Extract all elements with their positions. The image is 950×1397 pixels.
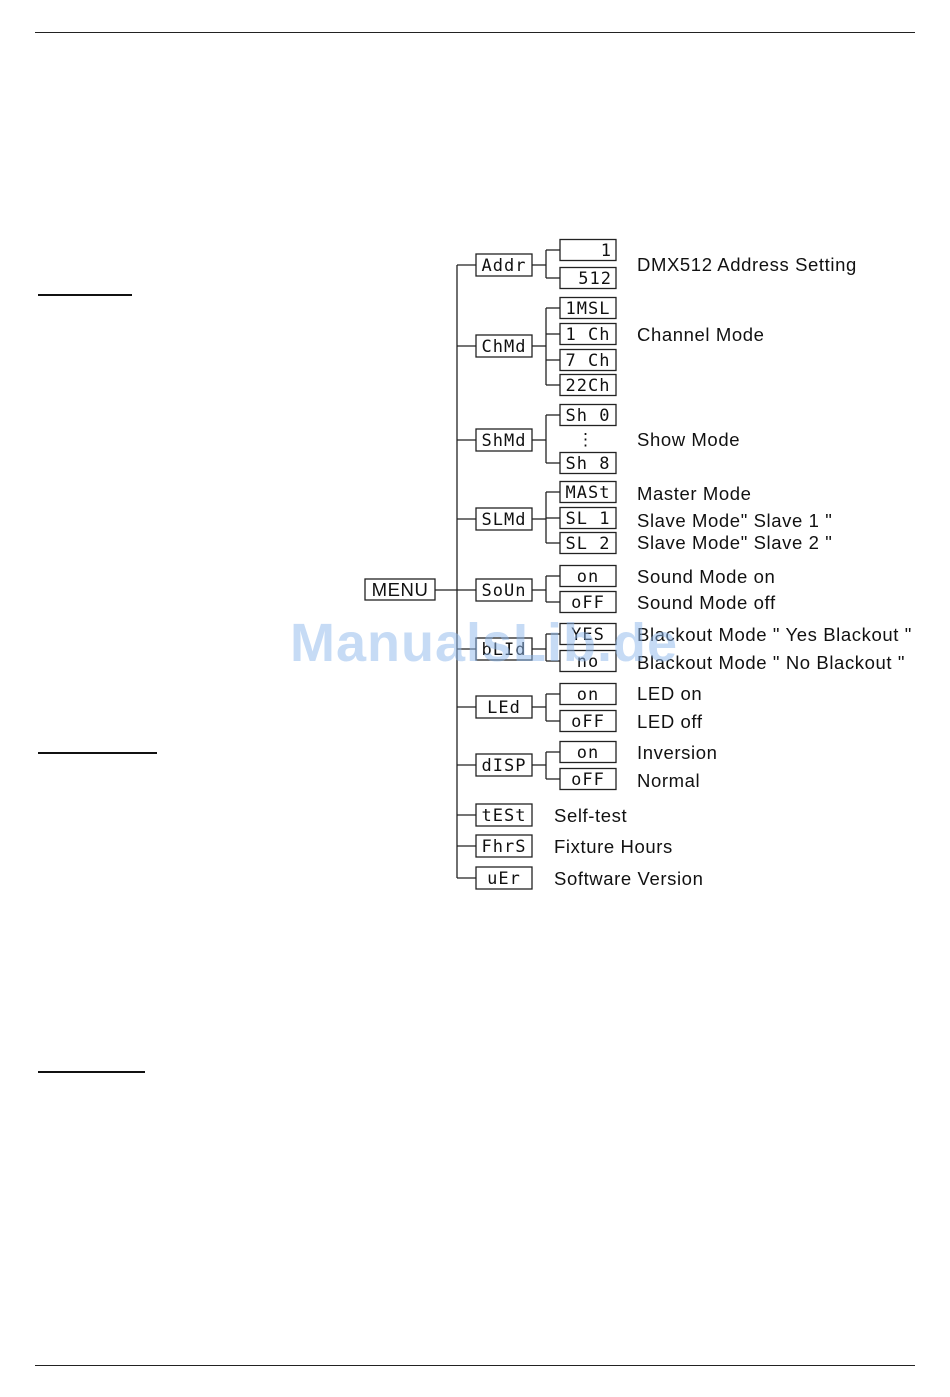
lcd-SLMd-option-1-box (559, 506, 617, 530)
lcd-SLMd-option-1-text: SL 1 (566, 509, 611, 529)
lcd-tESt-box (475, 803, 533, 827)
lcd-Addr-text: Addr (482, 256, 527, 276)
lcd-LEd-option-1-box (559, 709, 617, 733)
lcd-ChMd-option-1-box (559, 322, 617, 346)
lcd-ChMd-option-3-box (559, 373, 617, 397)
top-rule (35, 32, 915, 33)
lcd-bLId-option-1-box (559, 649, 617, 673)
label-LEd-0: LED on (637, 683, 702, 704)
lcd-dISP-option-0-text: on (577, 743, 599, 763)
lcd-ShMd-option-2-box (559, 451, 617, 475)
label-tESt-0: Self-test (554, 805, 627, 826)
lcd-Addr-option-0-box (559, 238, 617, 262)
lcd-SLMd-option-0-box (559, 480, 617, 504)
lcd-dISP-option-1-box (559, 767, 617, 791)
lcd-dISP-option-1-text: oFF (571, 770, 605, 790)
section-underline-1 (38, 294, 132, 296)
lcd-bLId-option-1-text: no (577, 652, 599, 672)
label-SLMd-2: Slave Mode" Slave 2 " (637, 532, 832, 553)
label-SoUn-1: Sound Mode off (637, 592, 776, 613)
lcd-SoUn-option-1-box (559, 590, 617, 614)
lcd-ShMd-text: ShMd (482, 431, 527, 451)
lcd-bLId-option-0-text: YES (571, 625, 605, 645)
label-SLMd-1: Slave Mode" Slave 1 " (637, 510, 832, 531)
lcd-ShMd-option-2-text: Sh 8 (566, 454, 611, 474)
lcd-SoUn-option-1-text: oFF (571, 593, 605, 613)
label-uEr-0: Software Version (554, 868, 703, 889)
lcd-Addr-option-1-box (559, 266, 617, 290)
label-Addr-0: DMX512 Address Setting (637, 254, 857, 275)
lcd-dISP-text: dISP (482, 756, 527, 776)
lcd-SLMd-option-2-box (559, 531, 617, 555)
lcd-ChMd-option-3-text: 22Ch (566, 376, 611, 396)
lcd-bLId-option-0-box (559, 622, 617, 646)
lcd-ChMd-option-2-box (559, 348, 617, 372)
bottom-rule (35, 1365, 915, 1366)
lcd-Addr-option-1-text: 512 (578, 269, 612, 289)
lcd-FhrS-box (475, 834, 533, 858)
label-dISP-1: Normal (637, 770, 700, 791)
label-LEd-1: LED off (637, 711, 703, 732)
label-dISP-0: Inversion (637, 742, 717, 763)
lcd-dISP-option-0-box (559, 740, 617, 764)
lcd-ChMd-option-1-text: 1 Ch (566, 325, 611, 345)
label-SoUn-0: Sound Mode on (637, 566, 775, 587)
lcd-Addr-option-0-text: 1 (601, 241, 612, 261)
label-ChMd-0: Channel Mode (637, 324, 765, 345)
section-underline-3 (38, 1071, 145, 1073)
lcd-LEd-text: LEd (487, 698, 521, 718)
lcd-SoUn-option-0-box (559, 564, 617, 588)
lcd-SoUn-text: SoUn (482, 581, 527, 601)
lcd-ShMd-option-0-box (559, 403, 617, 427)
lcd-LEd-option-1-text: oFF (571, 712, 605, 732)
lcd-LEd-option-0-box (559, 682, 617, 706)
lcd-ChMd-option-0-box (559, 296, 617, 320)
lcd-SLMd-option-0-text: MASt (566, 483, 611, 503)
watermark: ManualsLib.de (290, 613, 679, 673)
lcd-ShMd-option-0-text: Sh 0 (566, 406, 611, 426)
lcd-ChMd-option-2-text: 7 Ch (566, 351, 611, 371)
section-underline-2 (38, 752, 157, 754)
ellipsis-ShMd: ⋮ (577, 430, 595, 450)
lcd-ChMd-option-0-text: 1MSL (566, 299, 611, 319)
lcd-tESt-text: tESt (482, 806, 527, 826)
label-ShMd-0: Show Mode (637, 429, 740, 450)
label-bLId-0: Blackout Mode " Yes Blackout " (637, 624, 912, 645)
menu-root-label: MENU (372, 579, 429, 600)
lcd-SLMd-text: SLMd (482, 510, 527, 530)
lcd-SoUn-option-0-text: on (577, 567, 599, 587)
label-FhrS-0: Fixture Hours (554, 836, 673, 857)
label-SLMd-0: Master Mode (637, 483, 752, 504)
lcd-bLId-text: bLId (482, 640, 527, 660)
lcd-uEr-box (475, 866, 533, 890)
lcd-ChMd-text: ChMd (482, 337, 527, 357)
lcd-LEd-option-0-text: on (577, 685, 599, 705)
lcd-SLMd-option-2-text: SL 2 (566, 534, 611, 554)
lcd-FhrS-text: FhrS (482, 837, 527, 857)
label-bLId-1: Blackout Mode " No Blackout " (637, 652, 905, 673)
lcd-uEr-text: uEr (487, 869, 521, 889)
